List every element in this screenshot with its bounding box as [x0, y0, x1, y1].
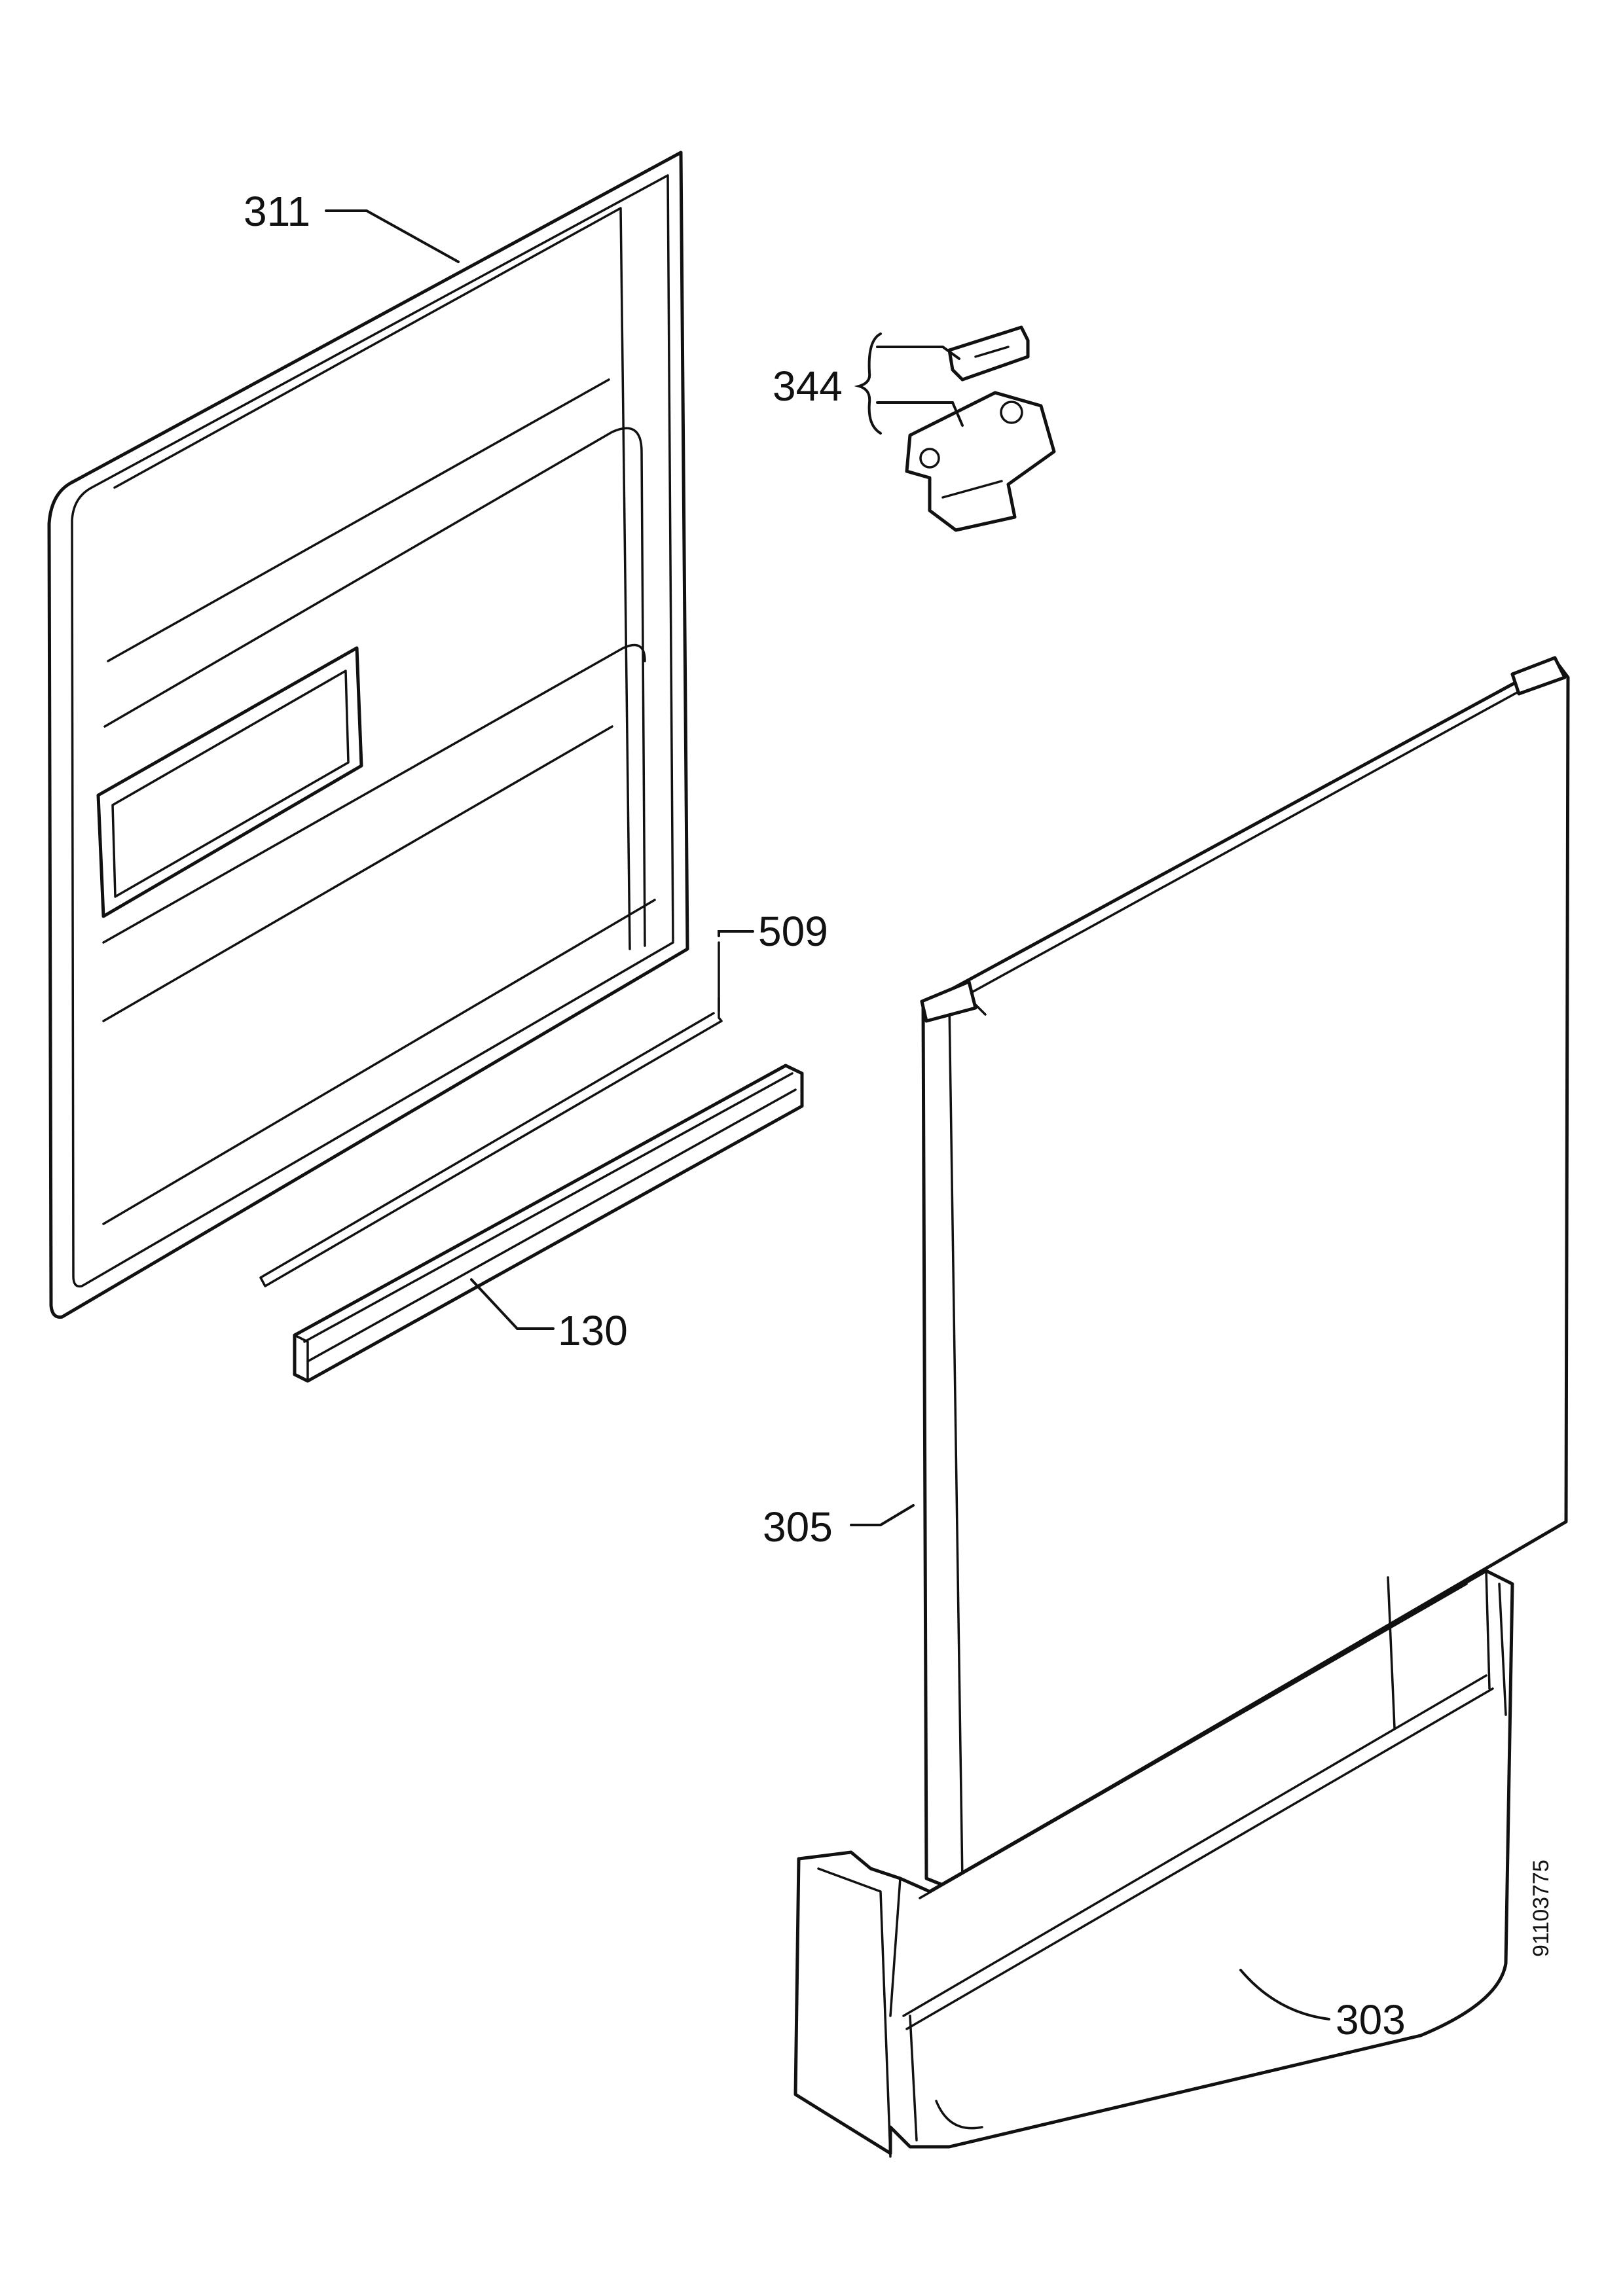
leader-344-bottom	[876, 401, 964, 427]
label-303: 303	[1336, 1996, 1406, 2043]
part-303-kickplate	[793, 1569, 1514, 2158]
part-509-rod	[259, 941, 723, 1287]
brace-344	[854, 332, 882, 435]
drawing-number: 91103775	[1529, 1859, 1554, 1957]
part-344-latch	[905, 325, 1056, 532]
label-305: 305	[763, 1503, 833, 1551]
leader-311	[325, 209, 460, 263]
leader-130	[470, 1278, 555, 1330]
leader-305	[850, 1504, 915, 1526]
leader-509	[718, 930, 754, 937]
part-305-outer-door	[920, 656, 1570, 1887]
part-130-gasket	[293, 1064, 804, 1383]
leader-303	[1239, 1969, 1330, 2020]
leader-344-top	[876, 346, 960, 360]
label-130: 130	[558, 1307, 628, 1354]
label-311: 311	[244, 188, 310, 235]
label-509: 509	[758, 908, 828, 955]
part-311-inner-door	[47, 151, 689, 1319]
label-344: 344	[773, 363, 843, 410]
